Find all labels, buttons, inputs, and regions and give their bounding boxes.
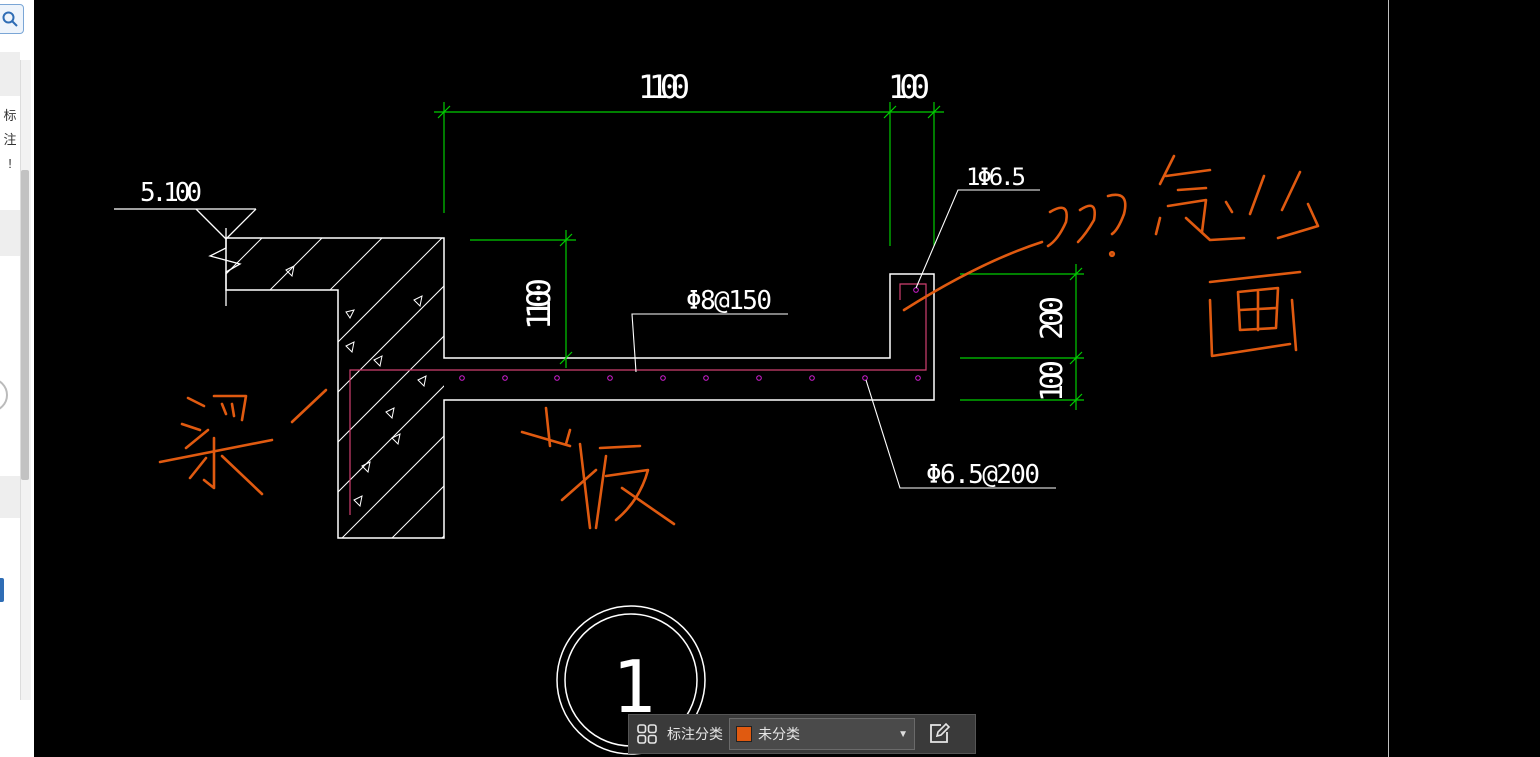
panel-band (0, 52, 20, 96)
grid-menu-button[interactable] (629, 715, 665, 753)
dimension-top (434, 102, 944, 246)
panel-vertical-text: 标 注 ! (0, 104, 20, 176)
panel-blue-tab[interactable] (0, 578, 4, 602)
dimension-height (470, 230, 576, 368)
category-label: 标注分类 (667, 726, 723, 742)
panel-char-3: ! (8, 156, 12, 171)
rebar-top-label: 1Φ6.5 (966, 163, 1026, 191)
panel-char-2: 注 (3, 132, 17, 147)
beam-aggregate-marks (285, 265, 427, 508)
search-icon (2, 11, 18, 27)
rebar-dist-label: Φ6.5@200 (926, 460, 1040, 490)
category-color-swatch (736, 726, 752, 742)
edit-icon (930, 722, 951, 743)
panel-band (0, 210, 20, 256)
panel-band (0, 476, 20, 518)
dimension-right (960, 264, 1084, 410)
distribution-bars (459, 287, 921, 381)
chevron-down-icon: ▼ (898, 728, 908, 740)
beam-hatch (226, 238, 444, 538)
dim-edge-label: 100 (888, 68, 930, 106)
handwritten-annotations (158, 154, 1320, 530)
rebar-main-label: Φ8@150 (686, 286, 772, 316)
grid-icon (637, 724, 657, 744)
section-outline (225, 237, 935, 539)
annotation-category-toolbar: 标注分类 未分类 ▼ (628, 714, 976, 754)
search-button[interactable] (0, 4, 24, 34)
leader-lines (631, 189, 1056, 489)
dim-slab-label: 100 (1035, 360, 1070, 402)
break-line (208, 228, 242, 306)
category-value: 未分类 (758, 726, 800, 742)
edit-category-button[interactable] (921, 715, 957, 753)
elevation-label: 5.100 (140, 178, 202, 208)
dim-upstand-label: 200 (1035, 296, 1070, 340)
left-side-panel: 标 注 ! (0, 0, 34, 757)
panel-char-1: 标 (3, 108, 17, 123)
viewport-border (1388, 0, 1389, 757)
panel-scroll-thumb[interactable] (21, 170, 29, 480)
rebar-main (349, 283, 927, 515)
cad-drawing-canvas[interactable]: 5.100 (34, 0, 1540, 757)
cad-drawing: 5.100 (114, 68, 1320, 755)
elevation-marker (114, 208, 257, 240)
dim-height-label: 1100 (520, 278, 558, 330)
dim-width-label: 1100 (638, 68, 690, 106)
panel-round-button[interactable] (0, 378, 8, 412)
category-select[interactable]: 未分类 ▼ (729, 718, 915, 750)
